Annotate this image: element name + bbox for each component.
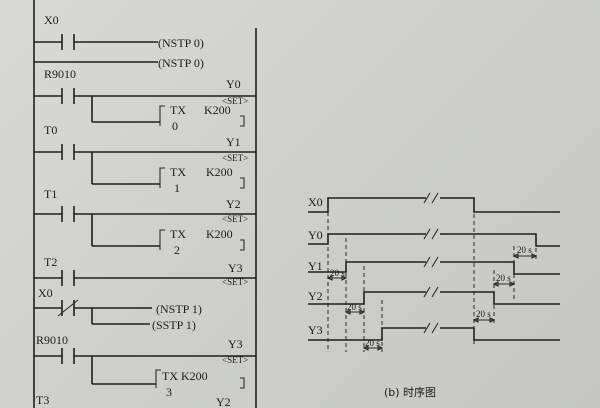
instruction-text: (NSTP 1) [156,302,202,316]
figure-caption: (b) 时序图 [384,385,436,399]
timer-bracket [159,229,165,250]
timing-diagram: X0 Y0 Y1 Y2 Y3 20 s 20 s [308,192,560,399]
rung-2: T0 Y1 <SET> TX K200 1 [34,123,256,195]
signal-label-x0: X0 [308,195,323,209]
timer-number: 2 [174,243,180,257]
break-mark [423,228,439,240]
timer-number: 1 [174,181,180,195]
rung-6: R9010 Y3 <SET> TX K200 3 [34,333,256,399]
interval-marker: 20 s [472,309,496,323]
ladder-diagram: X0 (NSTP 0) (NSTP 0) R9010 Y0 <SET> TX K… [33,0,257,408]
svg-text:20 s: 20 s [347,302,362,312]
svg-text:20 s: 20 s [517,245,532,255]
break-mark [423,256,439,268]
timer-bracket [159,105,165,126]
timer-bracket [155,369,161,388]
contact-label: R9010 [36,333,68,347]
contact-label: T1 [44,187,57,201]
svg-text:20 s: 20 s [496,273,511,283]
rung-5: X0 (NSTP 1) (SSTP 1) [34,286,202,332]
timer-number: 3 [166,385,172,399]
contact-label: X0 [44,13,59,27]
timer-bracket [159,167,165,188]
break-mark [423,322,439,334]
timer-number: 0 [172,119,178,133]
waveform-y1 [308,261,426,273]
set-coil: <SET> [222,214,248,224]
coil-label: Y0 [226,77,241,91]
timer-label: TX [170,165,186,179]
svg-text:20 s: 20 s [330,268,345,278]
break-mark [423,192,439,204]
set-coil: <SET> [222,355,248,365]
set-coil: <SET> [222,96,248,106]
signal-label-y3: Y3 [308,323,323,337]
coil-label: Y2 [226,197,241,211]
svg-text:20 s: 20 s [365,338,380,348]
set-coil: <SET> [222,153,248,163]
rung-4: T2 Y3 <SET> [34,255,256,287]
interval-marker: 20 s [344,302,366,315]
coil-label: Y1 [226,135,241,149]
waveform-x0 [308,197,426,213]
waveform-y2 [308,291,426,305]
contact-label: T2 [44,255,57,269]
contact-label: R9010 [44,67,76,81]
timer-preset: K200 [204,103,231,117]
signal-label-y1: Y1 [308,259,323,273]
timer-preset: K200 [206,227,233,241]
instruction-text: (NSTP 0) [158,36,204,50]
rung-1: R9010 Y0 <SET> TX K200 0 [34,67,256,133]
instruction-text: (SSTP 1) [152,318,196,332]
interval-marker: 20 s [362,338,384,351]
interval-marker: 20 s [492,273,516,287]
set-coil: <SET> [222,277,248,287]
rung-0: X0 (NSTP 0) (NSTP 0) [34,13,204,70]
waveform-y3 [308,327,426,341]
timer-label: TX [170,227,186,241]
coil-label: Y3 [228,261,243,275]
break-mark [423,286,439,298]
interval-marker: 20 s [326,268,348,281]
rung-3: T1 Y2 <SET> TX K200 2 [34,187,256,257]
contact-label: X0 [38,286,53,300]
interval-marker: 20 s [512,245,538,259]
coil-label: Y2 [216,395,231,408]
contact-label: T3 [36,393,49,407]
waveform-y0 [308,233,426,245]
coil-label: Y3 [228,337,243,351]
signal-label-y2: Y2 [308,289,323,303]
svg-text:20 s: 20 s [476,309,491,319]
timer-preset: K200 [206,165,233,179]
timer-label: TX K200 [162,369,208,383]
instruction-text: (NSTP 0) [158,56,204,70]
contact-label: T0 [44,123,57,137]
signal-label-y0: Y0 [308,228,323,242]
timer-label: TX [170,103,186,117]
rung-7: T3 Y2 [36,393,231,408]
